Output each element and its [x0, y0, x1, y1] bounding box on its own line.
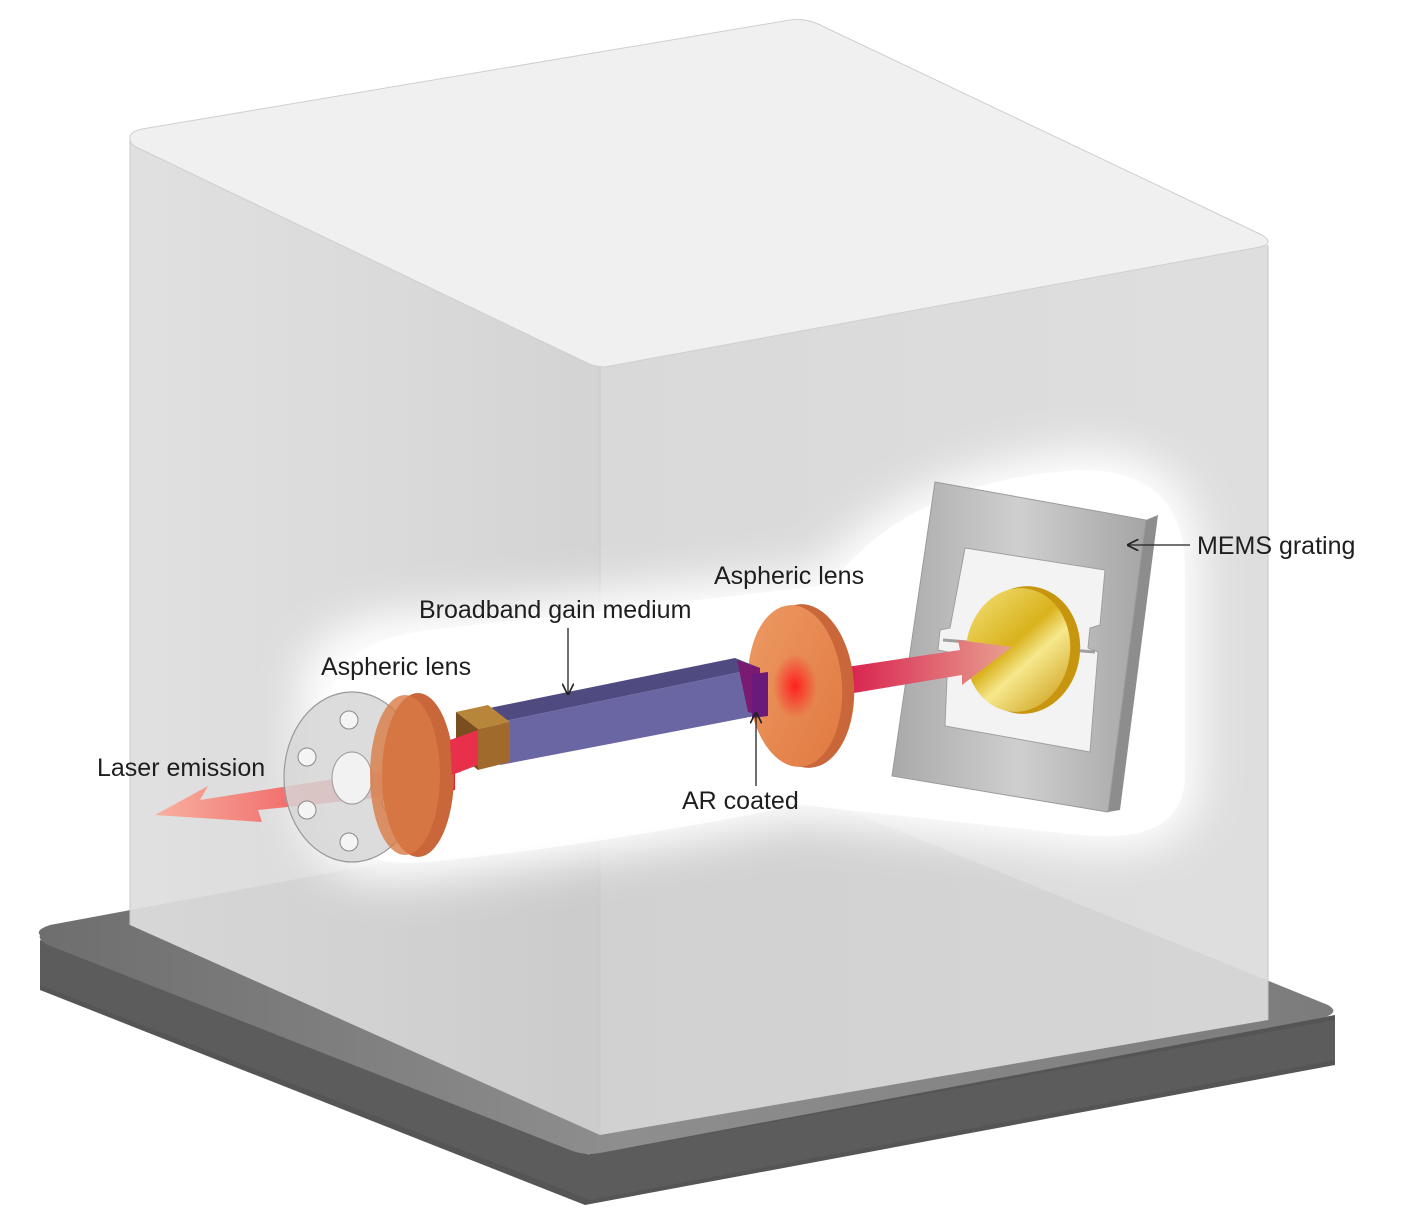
broadband-gain-medium [456, 658, 768, 770]
label-broadband-gain-medium: Broadband gain medium [419, 596, 691, 624]
aspheric-lens-front [370, 693, 478, 857]
label-mems-grating: MEMS grating [1197, 532, 1355, 560]
label-aspheric-lens-rear: Aspheric lens [714, 562, 864, 590]
label-aspheric-lens-front: Aspheric lens [321, 653, 471, 681]
label-ar-coated: AR coated [682, 787, 799, 815]
beam-to-grating [840, 640, 1012, 695]
mems-grating [891, 481, 1158, 813]
aspheric-lens-rear [747, 604, 855, 768]
label-laser-emission: Laser emission [97, 754, 265, 782]
grating-mirror [965, 588, 1071, 712]
label-pointers [568, 545, 1190, 786]
beam-in-lens [450, 730, 478, 775]
